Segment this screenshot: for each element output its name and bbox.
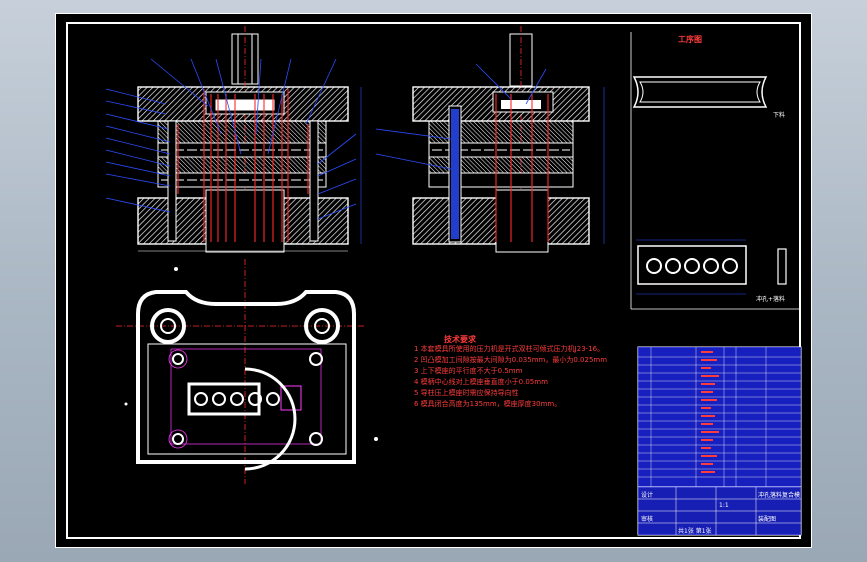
plan-view bbox=[116, 259, 378, 484]
tech-item: 3 上下模座的平行度不大于0.5mm bbox=[414, 367, 523, 375]
title-scale: 1:1 bbox=[719, 502, 729, 509]
title-block bbox=[637, 486, 802, 536]
cad-drawing bbox=[105, 26, 802, 536]
title-design-label: 设计 bbox=[641, 492, 654, 499]
tech-item: 1 本套模具所使用的压力机是开式双柱可倾式压力机J23-16。 bbox=[414, 345, 605, 353]
process-note-blank: 下料 bbox=[773, 112, 786, 119]
side-section-view bbox=[375, 26, 605, 253]
tech-title: 技术要求 bbox=[444, 335, 476, 344]
title-company: 装配图 bbox=[758, 516, 777, 523]
drawing-frame bbox=[66, 22, 801, 539]
process-title: 工序图 bbox=[678, 35, 702, 44]
tech-item: 2 凹凸模加工间隙按最大间隙为0.035mm，最小为0.025mm bbox=[414, 356, 608, 364]
process-panel bbox=[630, 32, 801, 310]
title-check-label: 审核 bbox=[641, 516, 654, 523]
tech-requirements: 技术要求 1 本套模具所使用的压力机是开式双柱可倾式压力机J23-16。 2 凹… bbox=[414, 334, 608, 408]
tech-item: 5 导柱压上模座时需应保持导向性 bbox=[414, 389, 519, 397]
tech-item: 4 模柄中心线对上模座垂直度小于0.05mm bbox=[414, 378, 548, 386]
front-section-view bbox=[105, 26, 362, 253]
title-drawing-name: 冲孔落料复合模 bbox=[758, 492, 801, 499]
parts-list bbox=[637, 346, 802, 488]
title-sheet: 共1张 第1张 bbox=[678, 528, 712, 535]
process-note-strip: 冲孔+落料 bbox=[756, 296, 786, 303]
tech-item: 6 模具闭合高度为135mm，模座厚度30mm。 bbox=[414, 400, 562, 408]
drawing-sheet: 工序图 下料 冲孔+落料 技术要求 1 本套模具所使用的压力机是开式双柱可倾式压… bbox=[55, 13, 812, 548]
